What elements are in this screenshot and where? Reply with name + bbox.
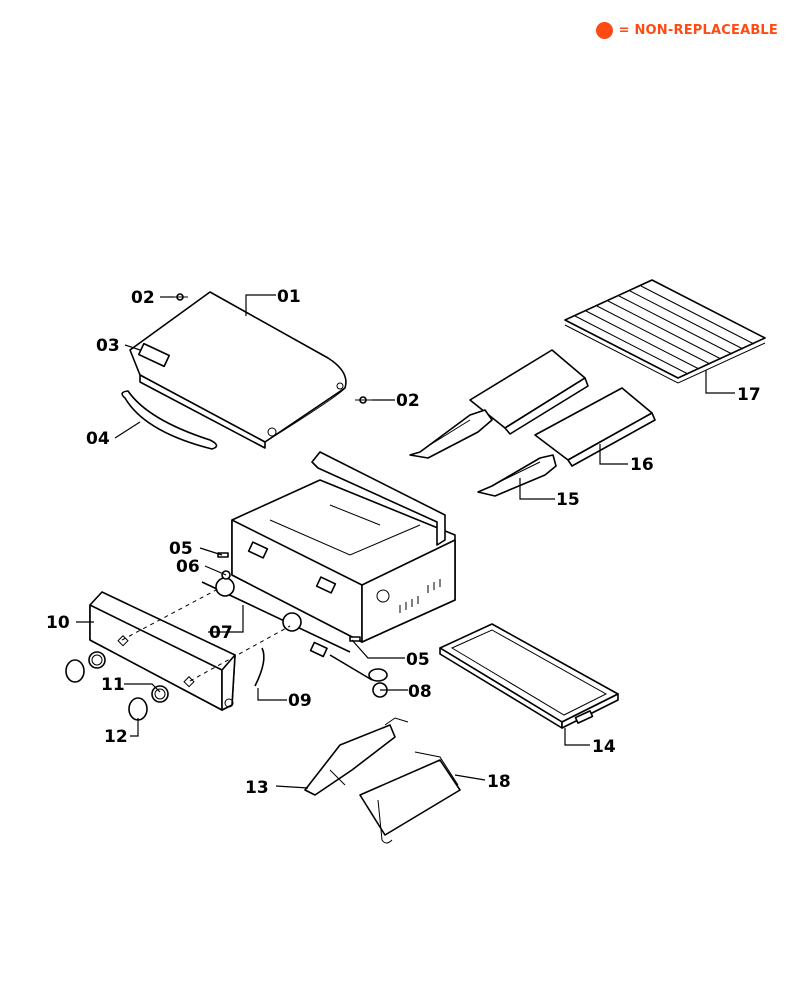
leader-16 xyxy=(599,444,628,465)
leg-part-front[interactable] xyxy=(304,717,409,796)
callout-13: 13 xyxy=(245,778,269,798)
lid-logo-plate xyxy=(137,342,171,368)
electrode-part[interactable] xyxy=(217,552,229,558)
callout-08: 08 xyxy=(408,682,432,702)
leader-11 xyxy=(124,683,161,693)
callout-03: 03 xyxy=(96,336,120,356)
manifold-part[interactable] xyxy=(201,577,351,658)
leader-03 xyxy=(124,344,141,351)
callout-10: 10 xyxy=(46,613,70,633)
knob-part-right[interactable] xyxy=(128,697,148,721)
legend-label: = NON-REPLACEABLE xyxy=(618,23,778,38)
callout-07: 07 xyxy=(209,623,233,643)
bezel-part-right[interactable] xyxy=(151,685,169,703)
heat-shield-part-back[interactable] xyxy=(469,349,589,435)
leader-05a xyxy=(199,547,223,556)
leader-17 xyxy=(705,370,735,394)
leader-04 xyxy=(114,421,141,439)
electrode-part-2[interactable] xyxy=(349,636,361,642)
leader-07 xyxy=(208,605,244,633)
callout-02-top: 02 xyxy=(131,288,155,308)
screw-part-top[interactable] xyxy=(172,293,188,301)
callout-11: 11 xyxy=(101,675,125,695)
callout-15: 15 xyxy=(556,490,580,510)
burner-part-back[interactable] xyxy=(409,409,493,459)
leader-01 xyxy=(245,294,276,316)
cooking-grate-part[interactable] xyxy=(564,279,766,384)
leader-09 xyxy=(257,688,287,701)
regulator-part[interactable] xyxy=(329,654,388,698)
leader-12 xyxy=(130,718,139,737)
heat-shield-part-front[interactable] xyxy=(534,387,656,467)
leader-13 xyxy=(275,785,309,789)
firebox-body-part[interactable] xyxy=(231,451,456,643)
callout-04: 04 xyxy=(86,429,110,449)
callout-02-side: 02 xyxy=(396,391,420,411)
screw-part-side[interactable] xyxy=(355,396,372,404)
control-panel-part[interactable] xyxy=(89,591,236,711)
callout-16: 16 xyxy=(630,455,654,475)
bezel-part-left[interactable] xyxy=(88,651,106,669)
callout-12: 12 xyxy=(104,727,128,747)
callout-06: 06 xyxy=(176,557,200,577)
drip-tray-part[interactable] xyxy=(439,623,619,729)
callout-05-top: 05 xyxy=(169,539,193,559)
leader-18 xyxy=(454,774,486,781)
electrode-wire-part[interactable] xyxy=(254,647,265,687)
leader-14 xyxy=(564,728,590,746)
non-replaceable-dot-icon xyxy=(595,22,613,39)
leg-part-rear[interactable] xyxy=(359,751,461,844)
callout-18: 18 xyxy=(487,772,511,792)
callout-01: 01 xyxy=(277,287,301,307)
lid-handle-part[interactable] xyxy=(121,390,218,450)
lid-part[interactable] xyxy=(129,291,347,449)
leader-15 xyxy=(519,478,555,500)
callout-05-bottom: 05 xyxy=(406,650,430,670)
legend: = NON-REPLACEABLE xyxy=(595,22,778,39)
leader-05b xyxy=(351,639,405,659)
knob-part-left[interactable] xyxy=(65,659,85,683)
callout-09: 09 xyxy=(288,691,312,711)
burner-part-front[interactable] xyxy=(477,454,557,497)
callout-17: 17 xyxy=(737,385,761,405)
callout-14: 14 xyxy=(592,737,616,757)
leader-06 xyxy=(204,565,227,576)
